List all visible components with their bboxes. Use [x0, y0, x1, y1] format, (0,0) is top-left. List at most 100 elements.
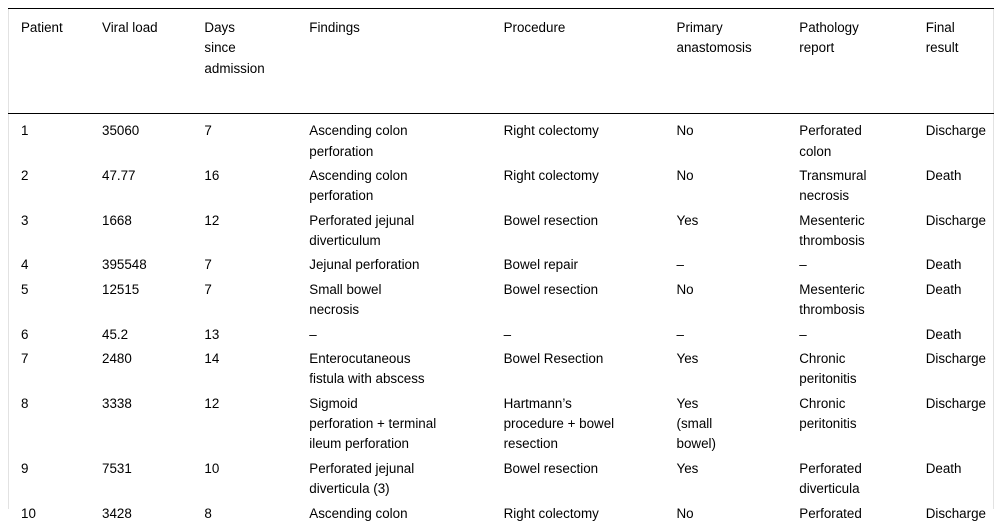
cell-findings-text: Ascending colon perforation	[309, 167, 408, 204]
cell-findings-text: Jejunal perforation	[309, 257, 420, 273]
cell-days-since-admission: 13	[204, 323, 309, 347]
cell-pathology-report: Chronic peritonitis	[799, 392, 925, 457]
cell-days-since-admission-text: 7	[204, 281, 212, 297]
cell-final-result: Discharge	[926, 347, 994, 392]
cell-final-result: Discharge	[926, 209, 994, 254]
cell-viral-load: 12515	[102, 278, 204, 323]
cell-findings-text: Perforated jejunal diverticula (3)	[309, 460, 415, 497]
cell-findings-text: Perforated jejunal diverticulum	[309, 212, 415, 248]
cell-days-since-admission: 7	[204, 114, 309, 164]
cell-findings-text: Sigmoid perforation + terminal ileum per…	[309, 395, 437, 452]
cell-primary-anastomosis-text: No	[676, 123, 694, 139]
cell-viral-load: 3338	[102, 392, 204, 457]
cell-procedure: –	[504, 323, 677, 347]
cell-final-result: Discharge	[926, 114, 994, 164]
cell-procedure: Bowel resection	[504, 209, 677, 254]
cell-days-since-admission: 14	[204, 347, 309, 392]
cell-primary-anastomosis-text: Yes	[676, 212, 699, 228]
cell-viral-load: 1668	[102, 209, 204, 254]
column-header-viral-load: Viral load	[102, 20, 158, 35]
cell-pathology-report: –	[799, 323, 925, 347]
cell-final-result: Death	[926, 323, 994, 347]
cell-findings: Small bowel necrosis	[309, 278, 503, 323]
cell-primary-anastomosis: Yes	[677, 457, 800, 502]
cell-patient-text: 2	[21, 167, 29, 183]
cell-pathology-report-text: Mesenteric thrombosis	[799, 281, 865, 318]
cell-findings: Ascending colon perforation	[309, 502, 503, 523]
cell-procedure-text: Bowel resection	[503, 281, 599, 297]
cell-findings: Perforated jejunal diverticula (3)	[309, 457, 503, 502]
column-header-final-result: Final result	[925, 20, 959, 56]
cell-procedure: Right colectomy	[504, 502, 677, 523]
cell-pathology-report-text: Transmural necrosis	[799, 167, 867, 204]
cell-days-since-admission: 7	[204, 253, 309, 277]
cell-days-since-admission-text: 16	[204, 167, 220, 183]
cell-procedure: Hartmann’s procedure + bowel resection	[504, 392, 677, 457]
cell-days-since-admission: 12	[204, 209, 309, 254]
cell-patient-text: 10	[21, 505, 36, 521]
cell-findings-text: Ascending colon perforation	[309, 505, 408, 521]
cell-days-since-admission: 7	[204, 278, 309, 323]
cell-pathology-report: Perforated colon	[799, 502, 925, 523]
table-header-row: Patient Viral load Days since admission …	[8, 8, 994, 114]
cell-days-since-admission-text: 7	[204, 257, 212, 273]
cell-patient-text: 6	[21, 326, 29, 342]
cell-primary-anastomosis: No	[677, 164, 800, 209]
cell-findings: Ascending colon perforation	[309, 114, 503, 164]
cell-procedure-text: Right colectomy	[503, 123, 599, 139]
cell-findings: Ascending colon perforation	[309, 164, 503, 209]
cell-days-since-admission-text: 14	[204, 350, 220, 366]
cell-patient: 8	[8, 392, 102, 457]
cell-viral-load: 3428	[102, 502, 204, 523]
cell-final-result: Death	[926, 278, 994, 323]
cell-viral-load-text: 2480	[102, 350, 132, 366]
cell-patient-text: 8	[21, 395, 29, 411]
cell-days-since-admission-text: 7	[204, 123, 212, 139]
cell-procedure: Bowel resection	[504, 457, 677, 502]
cell-days-since-admission: 12	[204, 392, 309, 457]
cell-final-result-text: Discharge	[925, 505, 986, 521]
cell-primary-anastomosis-text: –	[676, 326, 684, 342]
table-right-frame-rule	[993, 8, 994, 509]
cell-pathology-report-text: –	[799, 326, 807, 342]
cell-final-result-text: Death	[925, 460, 962, 476]
cell-procedure: Right colectomy	[504, 114, 677, 164]
cell-procedure: Bowel repair	[504, 253, 677, 277]
cell-procedure: Bowel Resection	[504, 347, 677, 392]
cell-patient: 1	[8, 114, 102, 164]
cell-primary-anastomosis-text: No	[676, 281, 694, 297]
cell-final-result: Discharge	[926, 502, 994, 523]
cell-final-result: Death	[926, 457, 994, 502]
column-header-procedure: Procedure	[503, 20, 566, 35]
cell-final-result-text: Death	[925, 257, 962, 273]
cell-findings-text: –	[309, 326, 317, 342]
cell-patient-text: 9	[21, 460, 29, 476]
cell-primary-anastomosis: Yes (small bowel)	[677, 392, 800, 457]
cell-viral-load: 2480	[102, 347, 204, 392]
cell-primary-anastomosis-text: No	[676, 505, 694, 521]
cell-procedure-text: –	[503, 326, 512, 342]
cell-primary-anastomosis-text: –	[676, 257, 684, 273]
cell-patient: 3	[8, 209, 102, 254]
cell-final-result: Discharge	[926, 392, 994, 457]
cell-findings: Perforated jejunal diverticulum	[309, 209, 503, 254]
cell-pathology-report-text: Chronic peritonitis	[799, 395, 857, 431]
cell-patient: 7	[8, 347, 102, 392]
cell-patient: 6	[8, 323, 102, 347]
cell-pathology-report: –	[799, 253, 925, 277]
cell-viral-load-text: 3338	[102, 395, 132, 411]
cell-days-since-admission-text: 13	[204, 326, 220, 342]
cell-final-result-text: Discharge	[925, 395, 986, 411]
cell-primary-anastomosis-text: Yes (small bowel)	[676, 395, 716, 452]
cell-pathology-report: Mesenteric thrombosis	[799, 278, 925, 323]
cell-pathology-report: Transmural necrosis	[799, 164, 925, 209]
cell-pathology-report-text: Perforated diverticula	[799, 460, 862, 497]
cell-viral-load-text: 12515	[102, 281, 140, 297]
cell-viral-load: 47.77	[102, 164, 204, 209]
